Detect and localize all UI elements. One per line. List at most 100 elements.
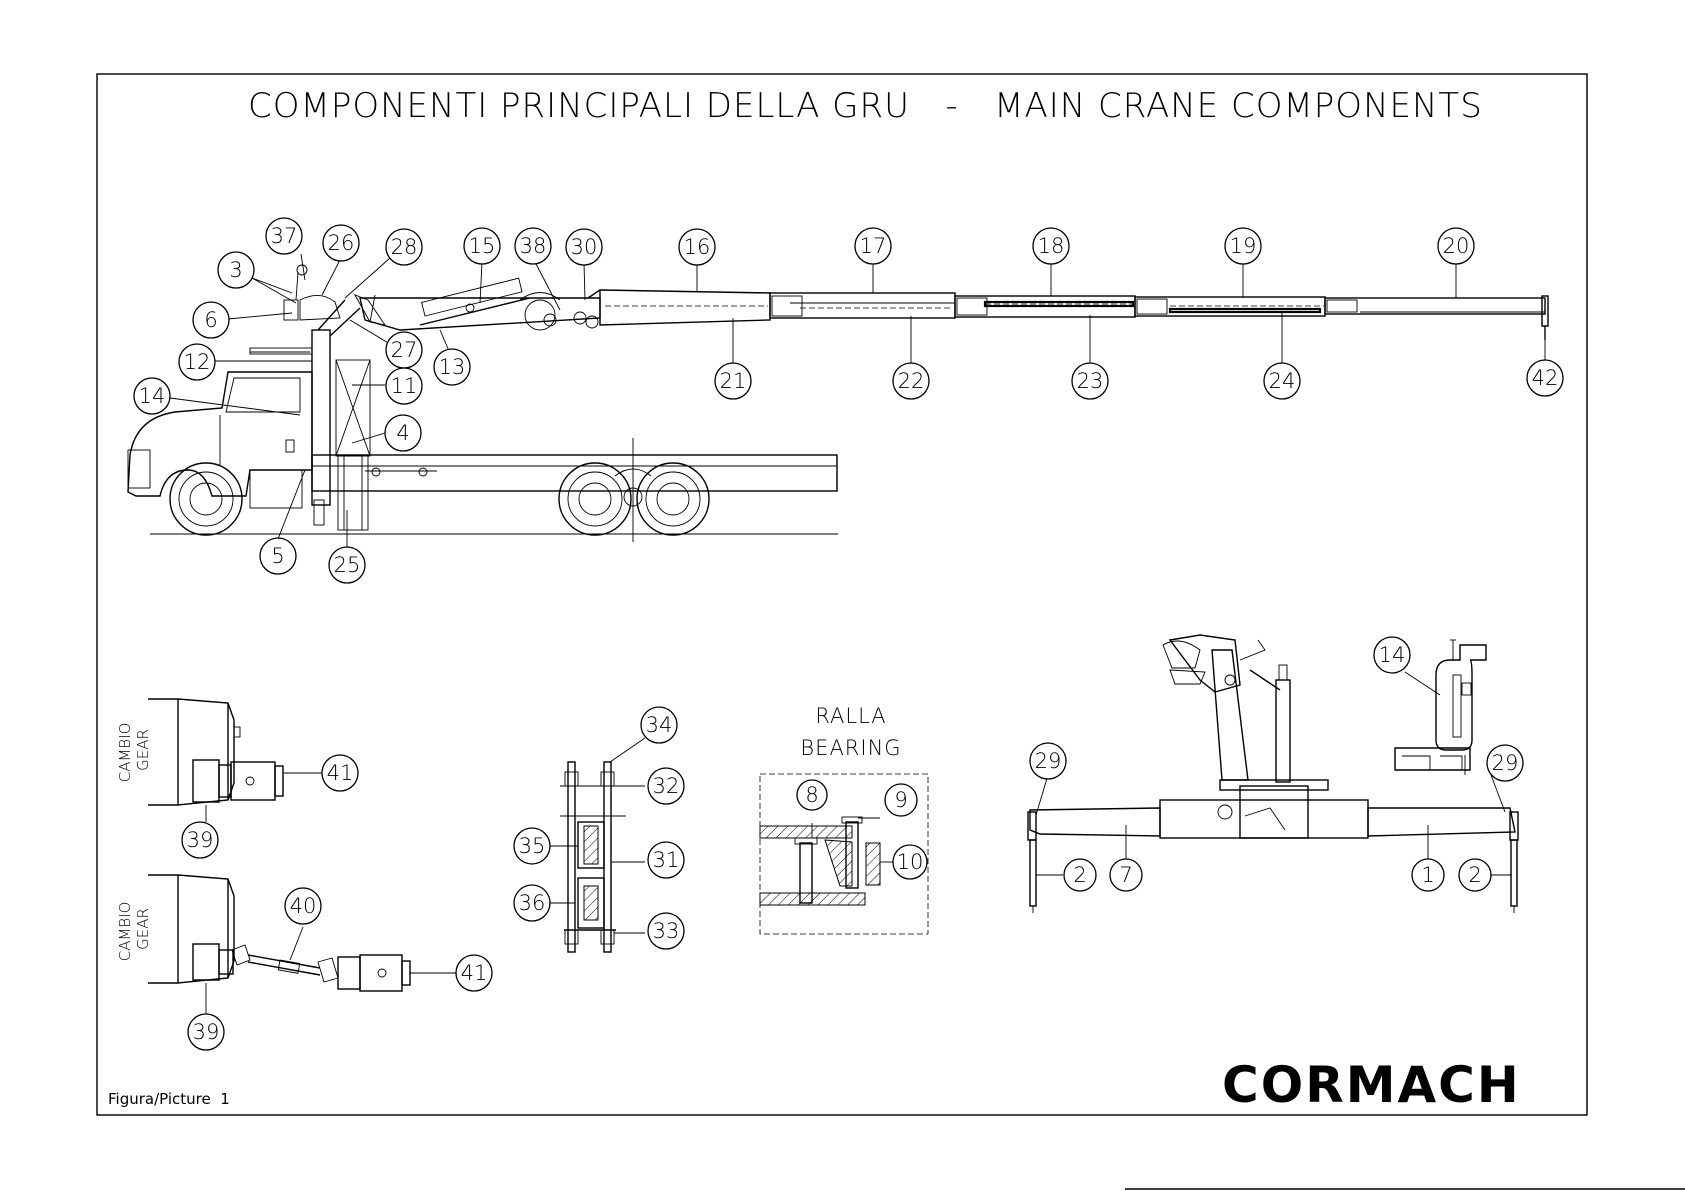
callout-10: 10 — [893, 845, 927, 879]
callout-26: 26 — [323, 225, 359, 261]
main-boom — [360, 278, 600, 330]
svg-text:13: 13 — [439, 355, 466, 379]
svg-text:32: 32 — [653, 774, 680, 798]
gearbox-label-top: CAMBIO GEAR — [116, 718, 152, 783]
svg-text:39: 39 — [187, 828, 214, 852]
svg-text:7: 7 — [1119, 863, 1132, 887]
svg-text:8: 8 — [805, 783, 818, 807]
callout-14-tank: 14 — [1374, 637, 1410, 673]
svg-text:30: 30 — [571, 235, 598, 259]
svg-text:35: 35 — [519, 834, 546, 858]
gearbox-label-bottom: CAMBIO GEAR — [116, 897, 152, 962]
callout-6: 6 — [193, 302, 229, 338]
svg-text:1: 1 — [1421, 863, 1434, 887]
svg-text:34: 34 — [646, 713, 673, 737]
callout-29-right: 29 — [1487, 745, 1523, 781]
truck-crane-side-view — [128, 265, 1548, 542]
leader-lines-base — [1036, 672, 1512, 875]
callout-38: 38 — [515, 228, 551, 264]
callout-41-shaft: 41 — [456, 955, 492, 991]
pto-direct-view — [148, 699, 322, 822]
mounting-clamp-detail — [538, 738, 645, 952]
callout-32: 32 — [648, 768, 684, 804]
callout-31: 31 — [648, 842, 684, 878]
callout-35: 35 — [514, 828, 550, 864]
truck-grille — [128, 450, 150, 488]
svg-text:21: 21 — [720, 369, 747, 393]
svg-text:38: 38 — [520, 234, 547, 258]
svg-text:2: 2 — [1468, 863, 1481, 887]
callout-16: 16 — [679, 229, 715, 265]
callout-3: 3 — [218, 252, 254, 288]
flatbed — [312, 455, 837, 491]
front-wheel — [170, 463, 242, 535]
svg-text:37: 37 — [271, 224, 298, 248]
svg-text:36: 36 — [519, 891, 546, 915]
callout-23: 23 — [1072, 363, 1108, 399]
brand-logo: CORMACH — [1222, 1056, 1521, 1114]
callout-29-left: 29 — [1030, 743, 1066, 779]
callout-37: 37 — [266, 218, 302, 254]
callout-8: 8 — [797, 780, 827, 810]
callout-30: 30 — [566, 229, 602, 265]
svg-text:41: 41 — [461, 961, 488, 985]
page-title: COMPONENTI PRINCIPALI DELLA GRU - MAIN C… — [248, 86, 1483, 126]
callout-27: 27 — [386, 332, 422, 368]
svg-text:4: 4 — [396, 421, 409, 445]
svg-text:11: 11 — [391, 374, 418, 398]
callout-25: 25 — [329, 547, 365, 583]
callout-39-direct: 39 — [182, 822, 218, 858]
svg-text:9: 9 — [894, 788, 907, 812]
svg-text:12: 12 — [184, 350, 211, 374]
svg-text:33: 33 — [653, 919, 680, 943]
svg-text:15: 15 — [469, 234, 496, 258]
callout-17: 17 — [855, 228, 891, 264]
callout-2-left: 2 — [1064, 859, 1096, 891]
svg-text:40: 40 — [290, 894, 317, 918]
callout-21: 21 — [715, 363, 751, 399]
operator-seat — [284, 265, 385, 325]
svg-text:6: 6 — [204, 308, 217, 332]
svg-text:25: 25 — [334, 553, 361, 577]
svg-text:17: 17 — [860, 234, 887, 258]
svg-text:5: 5 — [271, 544, 284, 568]
rear-wheel-1 — [559, 463, 631, 535]
drawing-frame — [97, 74, 1587, 1115]
callout-9: 9 — [885, 784, 917, 816]
svg-text:22: 22 — [898, 369, 925, 393]
callout-1: 1 — [1412, 859, 1444, 891]
callout-20: 20 — [1438, 228, 1474, 264]
callout-5: 5 — [260, 538, 296, 574]
callout-36: 36 — [514, 885, 550, 921]
svg-text:10: 10 — [897, 850, 924, 874]
callout-41-direct: 41 — [322, 755, 358, 791]
svg-text:26: 26 — [328, 231, 355, 255]
telescopic-boom — [600, 290, 1548, 340]
callout-33: 33 — [648, 913, 684, 949]
svg-text:28: 28 — [391, 235, 418, 259]
svg-text:20: 20 — [1443, 234, 1470, 258]
callout-22: 22 — [893, 363, 929, 399]
svg-text:16: 16 — [684, 235, 711, 259]
svg-text:19: 19 — [1230, 234, 1257, 258]
callout-39-shaft: 39 — [188, 1014, 224, 1050]
callout-13: 13 — [434, 349, 470, 385]
fuel-tank — [250, 470, 302, 508]
svg-text:31: 31 — [653, 848, 680, 872]
callout-7: 7 — [1110, 859, 1142, 891]
svg-text:27: 27 — [391, 338, 418, 362]
svg-text:3: 3 — [229, 258, 242, 282]
svg-text:39: 39 — [193, 1020, 220, 1044]
callout-14-truck: 14 — [134, 378, 170, 414]
svg-text:23: 23 — [1077, 369, 1104, 393]
crane-column — [250, 300, 370, 530]
svg-text:18: 18 — [1038, 234, 1065, 258]
callout-18: 18 — [1033, 228, 1069, 264]
figure-label: Figura/Picture 1 — [108, 1090, 230, 1108]
callout-2-right: 2 — [1459, 859, 1491, 891]
svg-text:24: 24 — [1269, 369, 1296, 393]
svg-text:29: 29 — [1492, 751, 1519, 775]
callout-42: 42 — [1527, 360, 1563, 396]
callout-34: 34 — [641, 707, 677, 743]
